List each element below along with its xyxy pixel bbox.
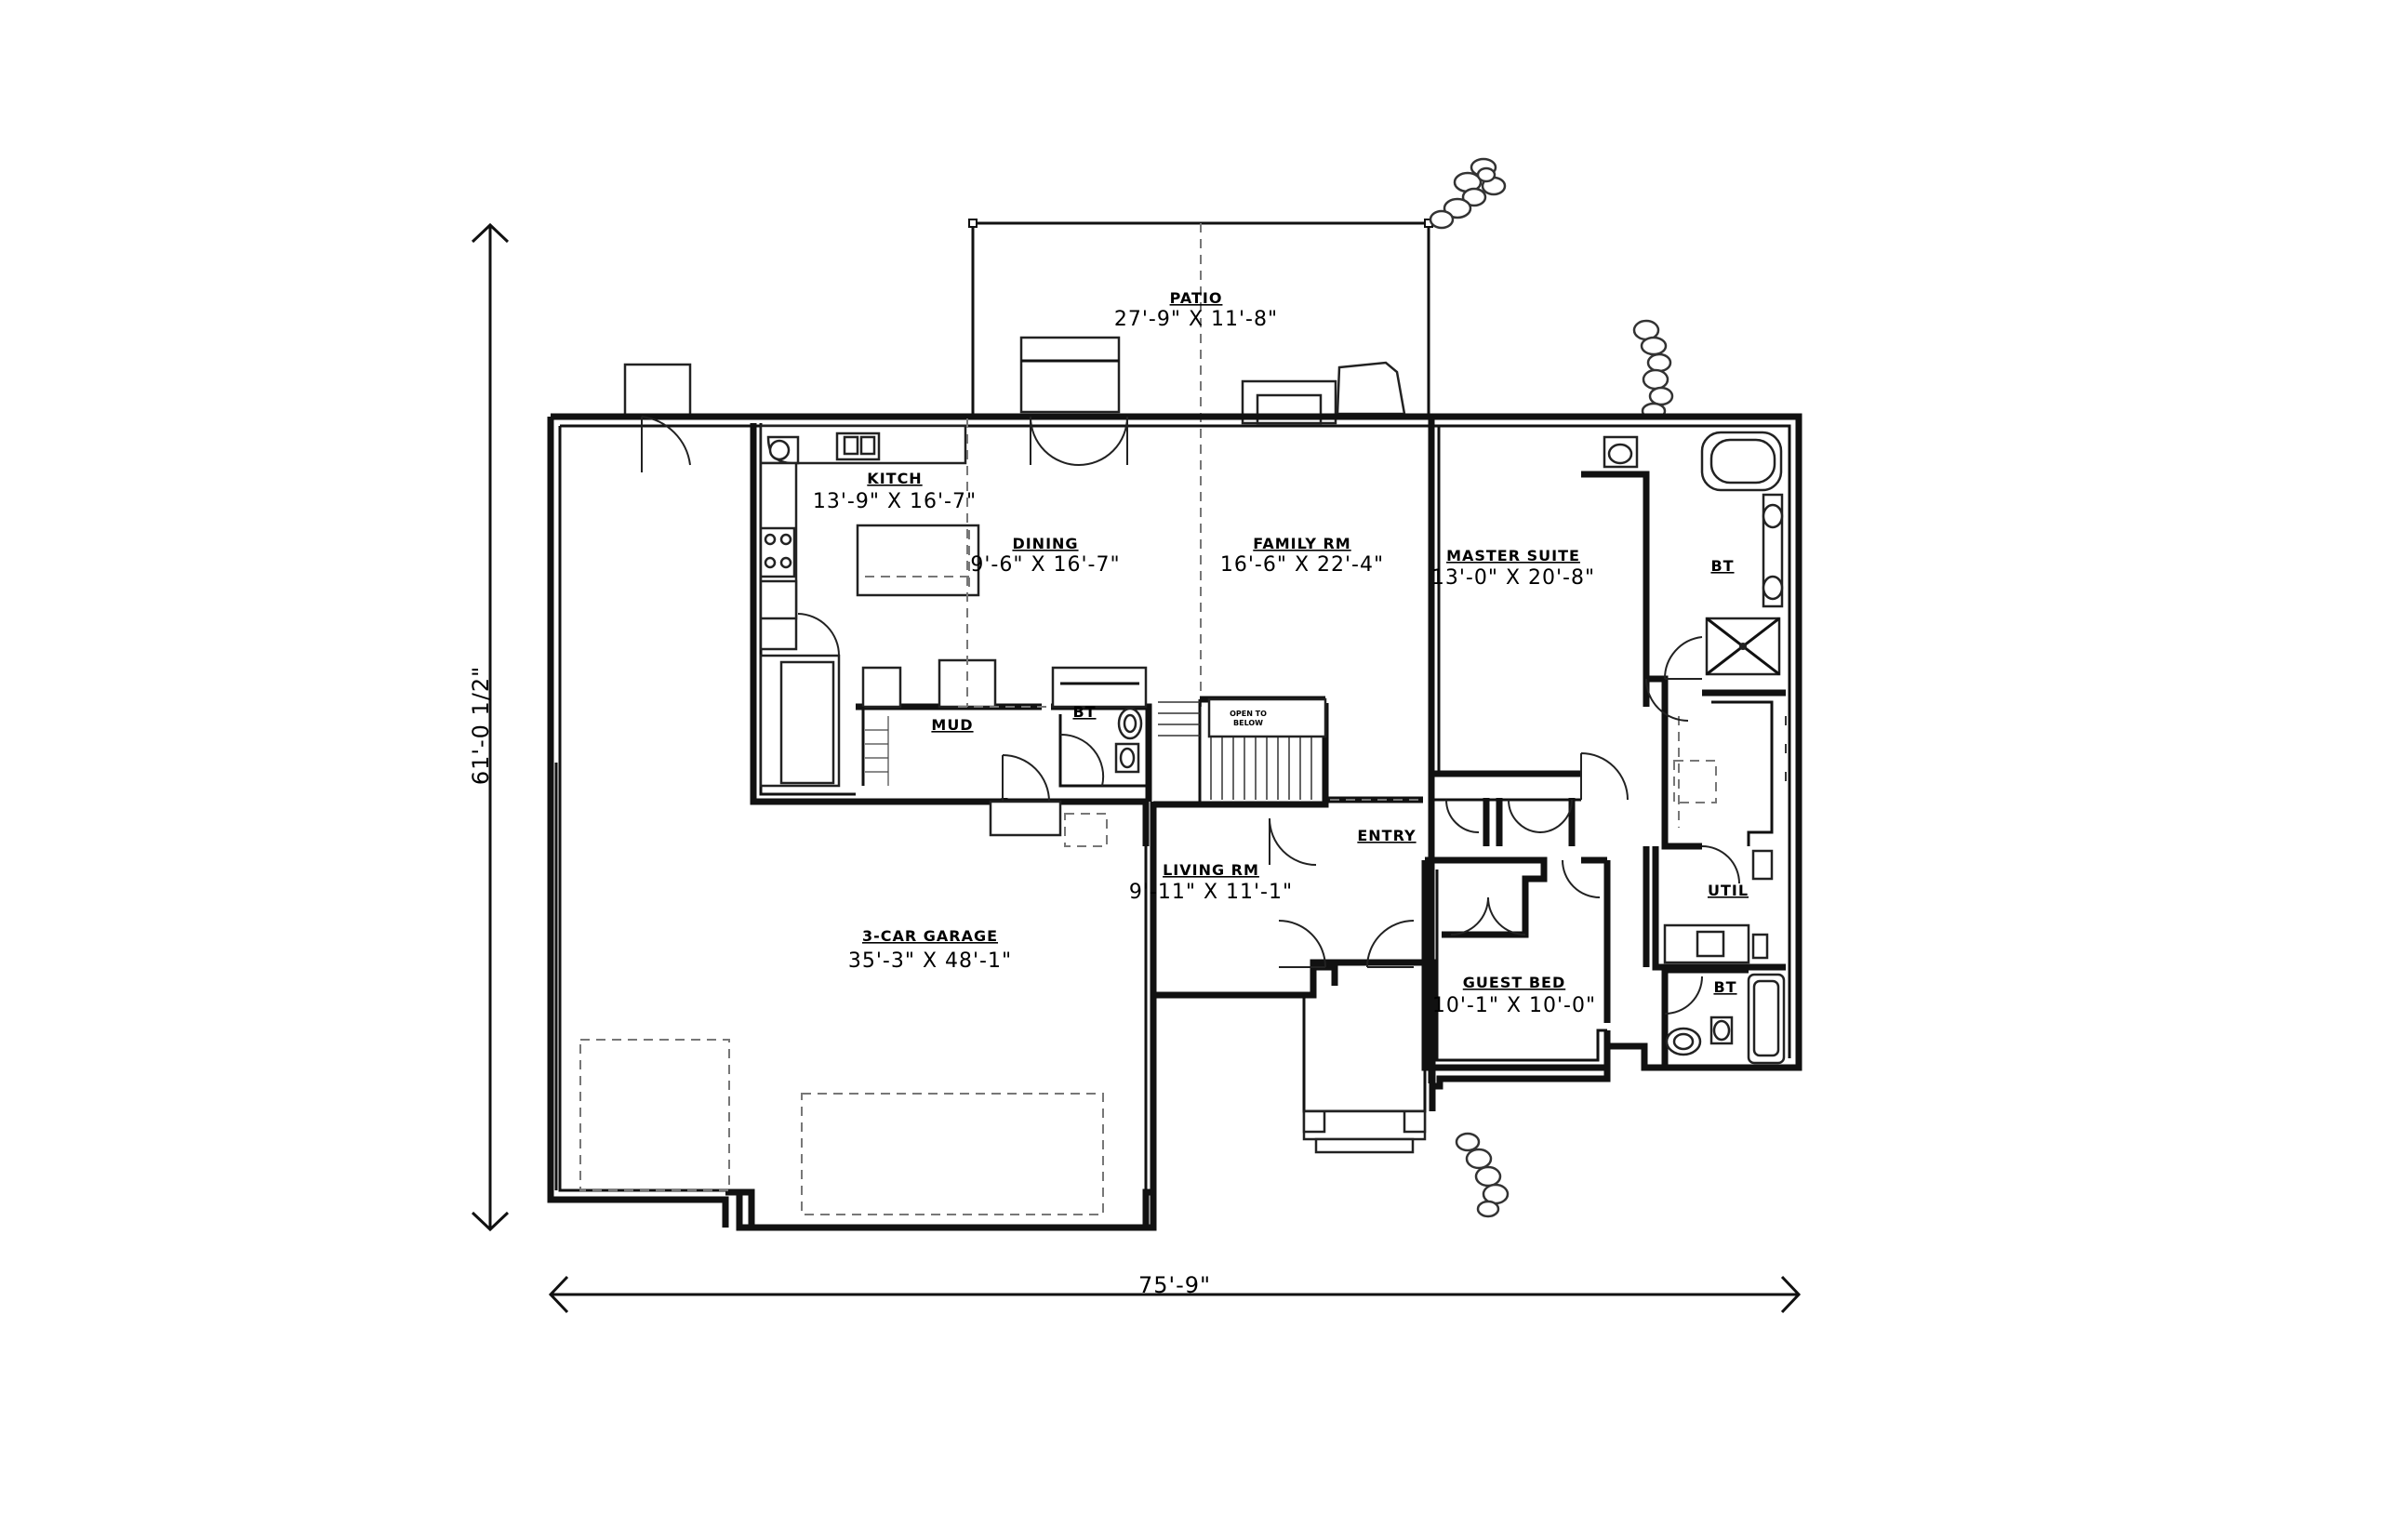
master-bath-fixtures [1603,431,1787,828]
util-fixtures [1663,849,1774,964]
master-bath-name: BT [1710,557,1734,575]
overall-width-label: 75'-9" [1138,1272,1211,1298]
kitchen-dims: 13'-9" X 16'-7" [813,490,977,513]
family-name: FAMILY RM [1253,535,1350,552]
master-name: MASTER SUITE [1446,547,1580,564]
garage-dims: 35'-3" X 48'-1" [848,949,1012,973]
guest-bath-fixtures [1665,973,1786,1065]
patio-dims: 27'-9" X 11'-8" [1114,308,1278,331]
mud-fixtures [861,418,1108,847]
half-bath-fixtures [1114,707,1143,774]
front-porch [1302,995,1436,1154]
exterior-walls [547,363,1802,1231]
stair-note-line2: BELOW [1233,719,1263,727]
mud-name: MUD [931,716,973,734]
dining-name: DINING [1012,535,1078,552]
patio-name: PATIO [1170,289,1223,307]
garage-name: 3-CAR GARAGE [862,927,998,945]
guest-name: GUEST BED [1463,974,1565,991]
master-dims: 13'-0" X 20'-8" [1431,566,1595,590]
dimension-lines [471,222,1802,1314]
kitchen-name: KITCH [867,470,922,487]
overall-depth-label: 61'-0 1/2" [468,666,494,785]
doors [641,416,1740,1015]
living-name: LIVING RM [1163,861,1259,879]
stair-note-line1: OPEN TO [1230,710,1267,718]
landscape-rocks [1429,157,1674,1218]
garage-details [554,763,1104,1215]
half-bath-name: BT [1072,703,1096,721]
kitchen-fixtures [759,424,1148,788]
guest-dims: 10'-1" X 10'-0" [1432,994,1596,1017]
dimension-labels: 75'-9" 61'-0 1/2" [468,666,1211,1298]
living-dims: 9'-11" X 11'-1" [1129,881,1293,904]
guest-bath-name: BT [1713,978,1736,996]
entry-name: ENTRY [1357,827,1416,844]
dining-dims: 9'-6" X 16'-7" [970,553,1120,577]
family-dims: 16'-6" X 22'-4" [1220,553,1384,577]
room-labels: PATIO 27'-9" X 11'-8" KITCH 13'-9" X 16'… [813,289,1749,1017]
util-name: UTIL [1708,882,1749,899]
